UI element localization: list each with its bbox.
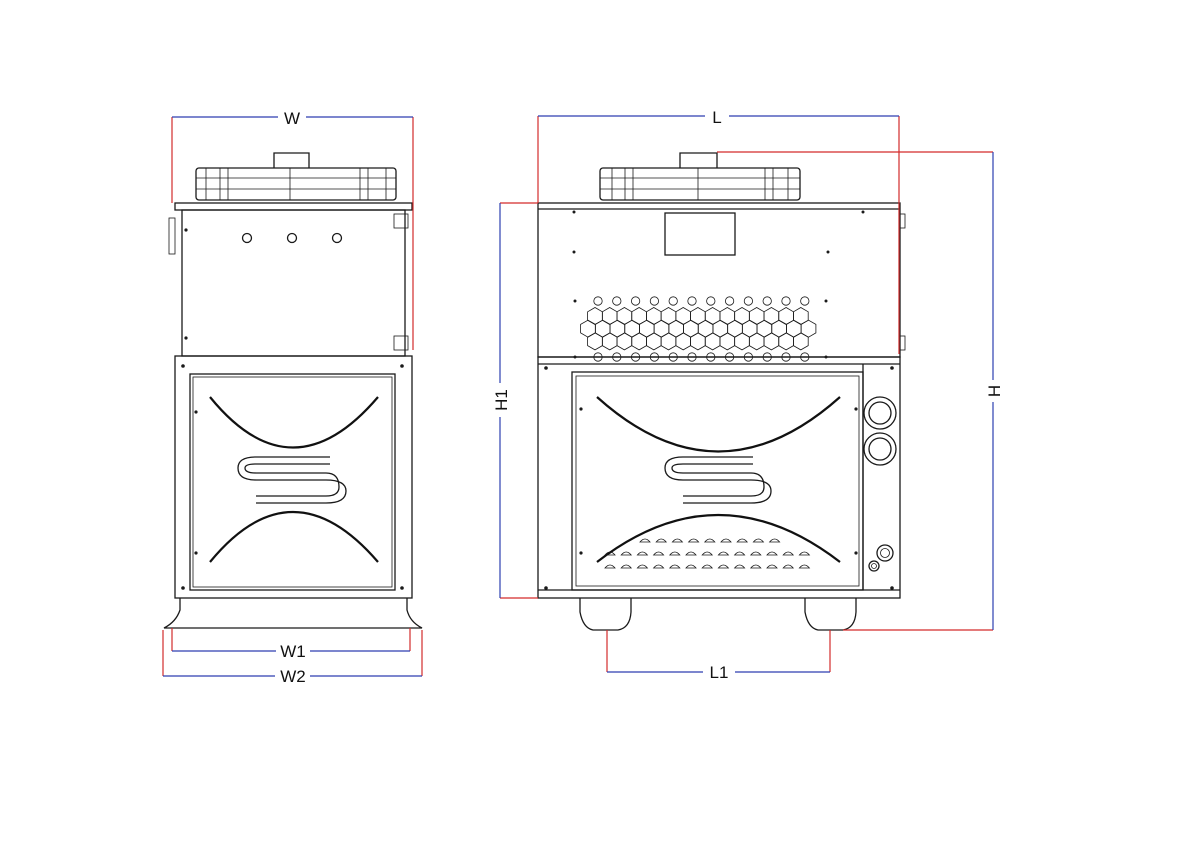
side-view bbox=[163, 152, 423, 629]
louvre-slot bbox=[720, 538, 732, 543]
dimension-label-h: H bbox=[985, 385, 1004, 397]
hex-vent-cell bbox=[719, 332, 736, 351]
louvre-slot bbox=[685, 564, 697, 569]
hex-vent-cell bbox=[793, 332, 809, 351]
louvre-slot bbox=[652, 551, 665, 556]
dimension-label-h1: H1 bbox=[492, 389, 511, 411]
louvre-slot bbox=[687, 538, 700, 543]
side-base bbox=[163, 598, 423, 629]
louvre-slot bbox=[685, 551, 697, 556]
louvre-slot bbox=[717, 564, 730, 569]
dimension-l1: L1 bbox=[606, 630, 831, 682]
vent-hole bbox=[630, 296, 641, 306]
louvre-slot bbox=[733, 551, 746, 556]
dimension-w2: W2 bbox=[162, 630, 423, 686]
vent-hole bbox=[649, 296, 660, 306]
hex-vent-cell bbox=[587, 332, 603, 351]
hex-vent-cell bbox=[646, 332, 662, 351]
hex-vent-cell bbox=[580, 319, 596, 338]
hex-vent-cell bbox=[734, 332, 750, 351]
dimension-h1: H1 bbox=[492, 202, 538, 599]
hex-vent-cell bbox=[704, 332, 721, 351]
dimension-label-w: W bbox=[284, 109, 300, 128]
front-feet bbox=[579, 598, 857, 631]
louvre-slot bbox=[766, 551, 778, 556]
hex-vent-cell bbox=[631, 332, 647, 351]
hex-vent-cell bbox=[748, 332, 765, 351]
louvre-slot bbox=[604, 564, 616, 569]
louvre-slots bbox=[604, 538, 811, 569]
vent-hole bbox=[668, 296, 678, 306]
dimension-label-w1: W1 bbox=[280, 642, 306, 661]
louvre-slot bbox=[701, 551, 714, 556]
vent-hole bbox=[781, 296, 791, 306]
control-knobs bbox=[863, 396, 897, 572]
louvre-slot bbox=[749, 564, 762, 569]
louvre-slot bbox=[766, 564, 778, 569]
dimension-lines: W W1 W2 L bbox=[162, 108, 1004, 686]
side-upper-housing bbox=[168, 202, 413, 357]
louvre-slot bbox=[620, 551, 633, 556]
vent-hole bbox=[687, 296, 697, 306]
hex-vent-cell bbox=[778, 332, 794, 351]
dimension-l: L bbox=[537, 108, 900, 354]
vent-hole bbox=[800, 296, 810, 306]
hex-vent-cell bbox=[660, 332, 677, 351]
nameplate bbox=[664, 212, 736, 256]
hex-vent-cell bbox=[616, 332, 633, 351]
louvre-slot bbox=[782, 564, 795, 569]
hex-vent-cell bbox=[675, 332, 691, 351]
dimension-label-l: L bbox=[712, 108, 721, 127]
louvre-slot bbox=[620, 564, 633, 569]
louvre-slot bbox=[768, 538, 781, 543]
hex-vent-cell bbox=[601, 332, 618, 351]
louvre-slot bbox=[798, 551, 811, 556]
front-upper-housing bbox=[537, 202, 906, 362]
vent-hole bbox=[762, 296, 772, 306]
louvre-slot bbox=[636, 564, 649, 569]
louvre-slot bbox=[639, 538, 651, 543]
louvre-slot bbox=[604, 551, 616, 556]
vent-hole bbox=[593, 296, 603, 306]
louvre-slot bbox=[717, 551, 730, 556]
vent-hole bbox=[612, 296, 622, 306]
louvre-slot bbox=[636, 551, 649, 556]
hex-vent-cell bbox=[763, 332, 780, 351]
dimension-w1: W1 bbox=[171, 628, 411, 661]
side-fan-guard bbox=[195, 152, 397, 201]
dimension-w: W bbox=[171, 109, 414, 350]
louvre-slot bbox=[752, 538, 765, 543]
louvre-slot bbox=[668, 564, 681, 569]
vent-hole bbox=[706, 296, 716, 306]
louvre-slot bbox=[736, 538, 749, 543]
dimension-label-l1: L1 bbox=[710, 663, 729, 682]
hex-vent-grille bbox=[580, 296, 817, 362]
dimension-label-w2: W2 bbox=[280, 667, 306, 686]
louvre-slot bbox=[749, 551, 762, 556]
louvre-slot bbox=[655, 538, 668, 543]
vent-hole bbox=[724, 296, 735, 306]
louvre-slot bbox=[703, 538, 716, 543]
louvre-slot bbox=[701, 564, 714, 569]
dimension-h: H bbox=[717, 151, 1004, 631]
louvre-slot bbox=[798, 564, 811, 569]
front-lower-cabinet bbox=[537, 356, 901, 599]
louvre-slot bbox=[782, 551, 795, 556]
louvre-slot bbox=[671, 538, 684, 543]
front-view bbox=[537, 152, 906, 631]
front-fan-guard bbox=[599, 152, 801, 201]
hex-vent-cell bbox=[690, 332, 706, 351]
louvre-slot bbox=[733, 564, 746, 569]
louvre-slot bbox=[668, 551, 681, 556]
vent-hole bbox=[743, 296, 754, 306]
louvre-slot bbox=[652, 564, 665, 569]
side-lower-cabinet bbox=[174, 355, 413, 599]
